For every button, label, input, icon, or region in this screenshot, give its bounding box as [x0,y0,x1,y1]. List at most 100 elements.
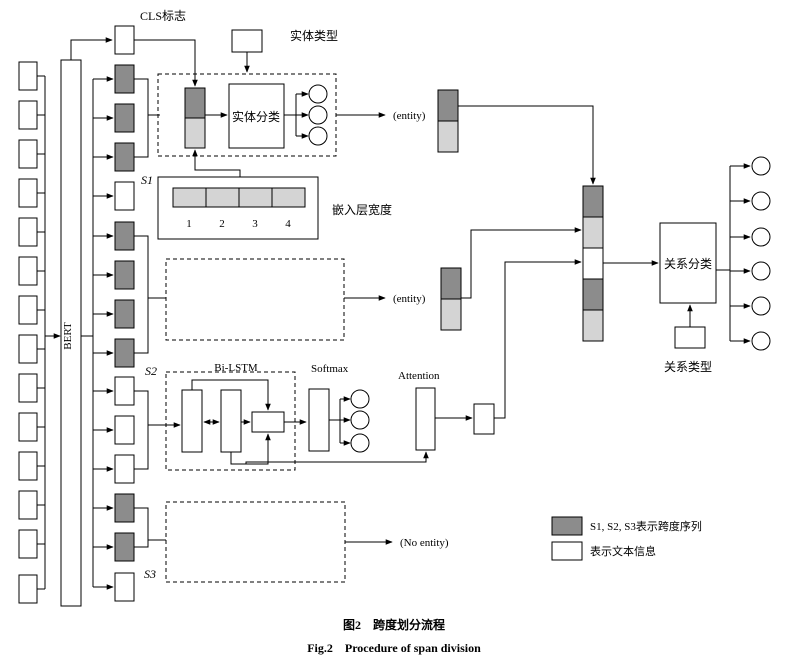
context-vector [473,403,495,435]
class-node [308,84,328,104]
s1-label: S1 [141,173,153,187]
s3-label: S3 [144,567,156,581]
input-token [18,490,38,520]
relation-type-box [674,326,706,349]
legend-white-label: 表示文本信息 [590,544,656,558]
relation-node [751,261,771,281]
bert-label: BERT [62,322,74,350]
no-entity-label: (No entity) [400,537,449,549]
embedding-cells [172,187,306,208]
text-token [114,415,135,445]
legend-gray-swatch [551,516,583,536]
s3-classification-box [165,501,346,583]
embedding-width-box [157,176,319,240]
span-token-s2 [114,221,135,251]
input-bus [37,75,61,590]
softmax-block [308,388,330,452]
span-vector-bottom [184,117,206,149]
input-token [18,100,38,130]
legend-white-swatch [551,541,583,561]
span-vector-top [184,87,206,119]
relation-vector-cell [582,309,604,342]
embed-cell-label: 4 [285,218,291,230]
relation-vector-cell [582,247,604,280]
embed-cell-label: 1 [186,218,192,230]
lstm-forward-cell [181,389,203,453]
span-token-s2 [114,299,135,329]
caption-cn: 图2 跨度划分流程 [343,617,445,632]
relation-node [751,156,771,176]
entity-vector-top [437,89,459,122]
input-token [18,574,38,604]
embed-cell-label: 2 [219,218,225,230]
span-token-s2 [114,338,135,368]
legend: S1, S2, S3表示跨度序列 表示文本信息 [551,516,702,561]
lstm-backward-cell [220,389,242,453]
token-column [114,25,135,602]
input-token [18,217,38,247]
class-node [350,433,370,453]
entity-classifier-label: 实体分类 [232,109,280,124]
embedding-cell [271,187,306,208]
span-token-s3 [114,532,135,562]
entity-output-label-2: (entity) [393,293,426,305]
relation-node [751,227,771,247]
text-token [114,572,135,602]
bilstm-label: Bi-LSTM [214,362,258,374]
text-token [114,181,135,211]
input-token [18,412,38,442]
relation-output-nodes [716,156,771,351]
legend-gray-label: S1, S2, S3表示跨度序列 [590,519,702,533]
input-token [18,256,38,286]
input-token [18,139,38,169]
entity-vectors [437,89,462,331]
entity-type-label: 实体类型 [290,28,338,43]
input-token [18,373,38,403]
bilstm-cells [181,389,285,453]
class-node [308,105,328,125]
bert-output-bus [70,37,114,590]
relation-node [751,331,771,351]
relation-type-label: 关系类型 [664,360,712,374]
span-token-s1 [114,103,135,133]
embedding-cell [205,187,240,208]
s2-label: S2 [145,364,157,378]
relation-classifier-label: 关系分类 [664,257,712,271]
span-token-s1 [114,142,135,172]
class-node [308,126,328,146]
input-token-column [18,61,38,604]
relation-node [751,191,771,211]
relation-vector-cell [582,216,604,249]
span-token-s3 [114,493,135,523]
entity-vector-bottom [437,120,459,153]
softmax-label: Softmax [311,363,349,375]
lstm-concat-cell [251,411,285,433]
cls-label: CLS标志 [140,9,186,23]
text-token [114,454,135,484]
entity-vector-top [440,267,462,300]
embedding-cell [172,187,207,208]
entity-vector-bottom [440,298,462,331]
input-token [18,529,38,559]
relation-vector-cell [582,278,604,311]
entity-output-label-1: (entity) [393,110,426,122]
attention-block [415,387,436,451]
s2-classification-box [165,258,345,341]
embedding-cell [238,187,273,208]
span-token-s2 [114,260,135,290]
entity-type-box [231,29,263,53]
class-node [350,389,370,409]
relation-classifier [659,222,717,304]
attention-label: Attention [398,370,440,382]
input-token [18,334,38,364]
input-token [18,295,38,325]
text-token [114,376,135,406]
relation-vector-cell [582,185,604,218]
input-token [18,451,38,481]
class-node [350,410,370,430]
embed-width-label: 嵌入层宽度 [332,202,392,217]
caption-en: Fig.2 Procedure of span division [307,641,481,655]
bilstm-box [165,371,296,471]
